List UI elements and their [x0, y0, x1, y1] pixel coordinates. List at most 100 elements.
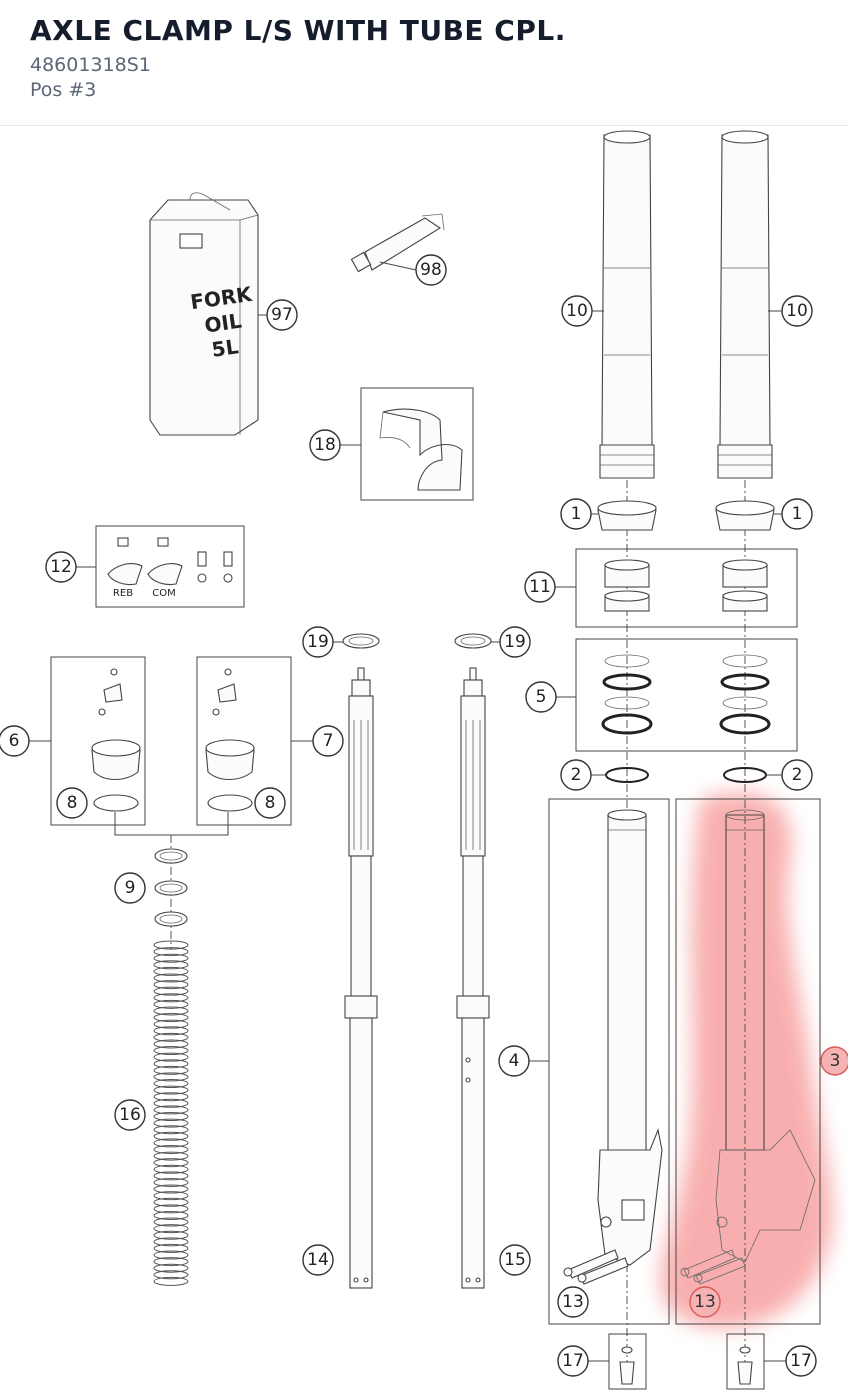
svg-text:8: 8 [265, 793, 276, 813]
spring-coil [153, 1151, 189, 1161]
callout-18[interactable]: 18 [309, 429, 341, 461]
callout-7[interactable]: 7 [312, 725, 344, 757]
callout-5[interactable]: 5 [525, 681, 557, 713]
clamp-tool-box [360, 387, 474, 501]
spring-coil [153, 1046, 189, 1056]
spacer-rings[interactable] [154, 848, 188, 927]
bushing-box [575, 548, 798, 628]
axle-clamp-right-box [675, 798, 821, 1325]
svg-text:8: 8 [67, 793, 78, 813]
seal-kit-right[interactable] [719, 654, 771, 735]
adjuster-kit[interactable]: REB COM [107, 537, 233, 599]
seal-kit-left[interactable] [601, 654, 653, 735]
callout-3[interactable]: 3 [820, 1046, 848, 1076]
callout-11[interactable]: 11 [524, 571, 556, 603]
callout-17-left[interactable]: 17 [557, 1345, 589, 1377]
spring-coil [153, 999, 189, 1009]
spring-coil [153, 947, 189, 957]
rebound-adjuster[interactable] [91, 668, 141, 812]
spring-coil [153, 1065, 189, 1075]
svg-text:13: 13 [562, 1292, 584, 1312]
spring-coil [153, 1237, 189, 1247]
bushing-set-right[interactable] [722, 559, 768, 612]
spring-coil [153, 966, 189, 976]
svg-text:4: 4 [509, 1051, 520, 1071]
spring-coil [153, 980, 189, 990]
svg-text:10: 10 [786, 301, 808, 321]
callout-9[interactable]: 9 [114, 872, 146, 904]
spring-coil [153, 1210, 189, 1220]
spring-coil [153, 973, 189, 983]
spring-coil [153, 1098, 189, 1108]
compression-adjuster[interactable] [205, 668, 255, 812]
spring-coil [153, 953, 189, 963]
callout-12[interactable]: 12 [45, 551, 77, 583]
svg-text:15: 15 [504, 1250, 526, 1270]
svg-text:19: 19 [504, 632, 526, 652]
cartridge-right[interactable] [456, 667, 490, 1289]
callout-19-right[interactable]: 19 [499, 626, 531, 658]
spring-coil [153, 1276, 189, 1286]
spring-coil [153, 1263, 189, 1273]
callout-15[interactable]: 15 [499, 1244, 531, 1276]
clamp-tool[interactable] [379, 408, 463, 491]
outer-tube-right[interactable] [717, 130, 773, 479]
spring-coil [153, 986, 189, 996]
callout-8-right[interactable]: 8 [254, 787, 286, 819]
callout-1-left[interactable]: 1 [560, 498, 592, 530]
callout-10-left[interactable]: 10 [561, 295, 593, 327]
spring-coil [153, 1072, 189, 1082]
callout-19-left[interactable]: 19 [302, 626, 334, 658]
fork-spring[interactable] [153, 940, 189, 1286]
callout-97[interactable]: 97 [266, 299, 298, 331]
callout-16[interactable]: 16 [114, 1099, 146, 1131]
highlight-region[interactable] [660, 792, 833, 1329]
svg-text:18: 18 [314, 435, 336, 455]
spring-coil [153, 1131, 189, 1141]
callout-8-left[interactable]: 8 [56, 787, 88, 819]
callout-13-left[interactable]: 13 [557, 1286, 589, 1318]
inner-tube-right[interactable] [680, 809, 816, 1285]
spring-coil [153, 1006, 189, 1016]
spring-coil [153, 1184, 189, 1194]
spring-coil [153, 1118, 189, 1128]
washer-right[interactable] [454, 633, 492, 649]
bushing-set-left[interactable] [604, 559, 650, 612]
bottom-valve-left[interactable] [619, 1346, 635, 1385]
svg-text:1: 1 [792, 504, 803, 524]
spring-coil [153, 1105, 189, 1115]
inner-tube-left[interactable] [563, 809, 663, 1285]
spring-coil [153, 1270, 189, 1280]
spring-coil [153, 1230, 189, 1240]
bottom-valve-right[interactable] [737, 1346, 753, 1385]
spring-coil [153, 1250, 189, 1260]
dust-seal-left[interactable] [597, 500, 657, 531]
washer-left[interactable] [342, 633, 380, 649]
callout-14[interactable]: 14 [302, 1244, 334, 1276]
callout-13-right[interactable]: 13 [689, 1286, 721, 1318]
spring-coil [153, 1085, 189, 1095]
callout-17-right[interactable]: 17 [785, 1345, 817, 1377]
callout-1-right[interactable]: 1 [781, 498, 813, 530]
spring-coil [153, 960, 189, 970]
fork-oil-can[interactable]: FORK OIL 5L [149, 192, 259, 436]
can-label-line-2: OIL [203, 309, 243, 338]
callout-2-left[interactable]: 2 [560, 759, 592, 791]
svg-text:7: 7 [323, 731, 334, 751]
svg-text:12: 12 [50, 557, 72, 577]
svg-text:97: 97 [271, 305, 293, 325]
svg-text:19: 19 [307, 632, 329, 652]
cartridge-left[interactable] [344, 667, 378, 1289]
callout-6[interactable]: 6 [0, 725, 30, 757]
outer-tube-left[interactable] [599, 130, 655, 479]
callout-4[interactable]: 4 [498, 1045, 530, 1077]
spring-coil [153, 1019, 189, 1029]
spring-coil [153, 1026, 189, 1036]
grease-tube[interactable] [350, 213, 445, 273]
callout-2-right[interactable]: 2 [781, 759, 813, 791]
callout-98[interactable]: 98 [415, 254, 447, 286]
callout-10-right[interactable]: 10 [781, 295, 813, 327]
seal-kit-box [575, 638, 798, 752]
svg-text:10: 10 [566, 301, 588, 321]
dust-seal-right[interactable] [715, 500, 775, 531]
